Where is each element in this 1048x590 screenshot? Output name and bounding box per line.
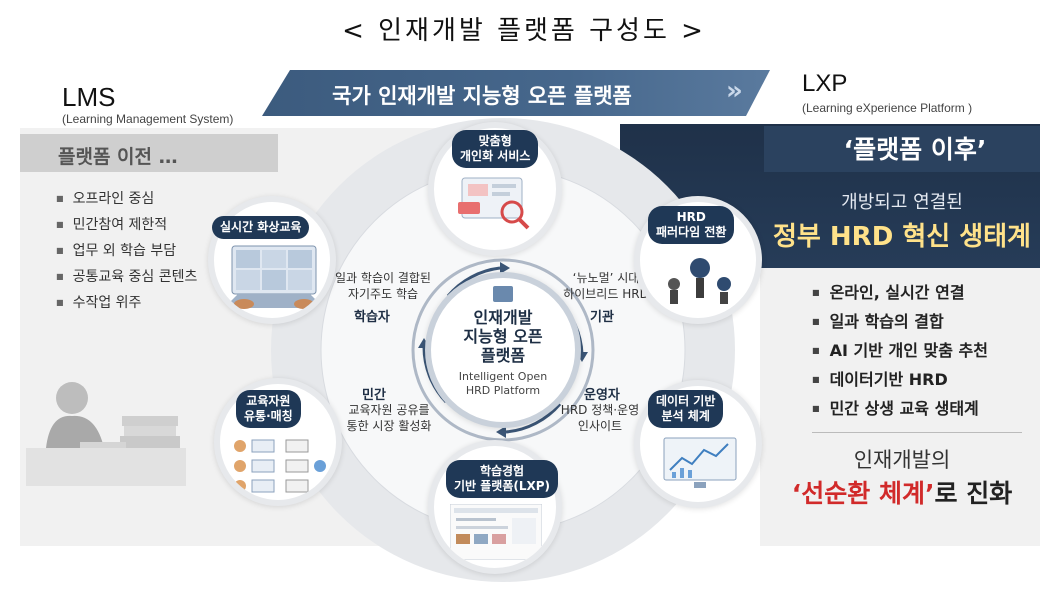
people-network-icon — [668, 258, 731, 304]
role-private-desc: 교육자원 공유를 통한 시장 활성화 — [346, 403, 432, 433]
role-learner: 학습자 — [354, 310, 390, 325]
center-hub: 인재개발 지능형 오픈 플랫폼 Intelligent Open HRD Pla… — [425, 272, 581, 428]
lms-list-item: 수작업 위주 — [56, 290, 197, 316]
lxp-divider — [812, 432, 1022, 433]
node-data-analysis-label: 데이터 기반 분석 체계 — [648, 390, 724, 428]
lms-before-header — [20, 134, 278, 172]
node-live-video — [208, 196, 336, 324]
lxp-after-box — [764, 126, 1040, 172]
desk-worker-illustration — [26, 382, 186, 486]
double-chevron-right-icon: » — [726, 76, 743, 106]
lxp-list: 온라인, 실시간 연결 일과 학습의 결합 AI 기반 개인 맞춤 추천 데이터… — [812, 278, 988, 423]
node-custom-service — [428, 122, 562, 256]
lxp-evolution-line1: 인재개발의 — [853, 448, 951, 472]
banner-text: 국가 인재개발 지능형 오픈 플랫폼 — [332, 84, 632, 108]
lxp-list-item: 민간 상생 교육 생태계 — [812, 394, 988, 423]
lxp-open-label: 개방되고 연결된 — [841, 192, 963, 213]
lms-subtitle: (Learning Management System) — [62, 112, 234, 126]
center-title: 인재개발 지능형 오픈 플랫폼 — [431, 308, 575, 365]
center-title-line: 플랫폼 — [480, 346, 526, 365]
role-operator-desc: HRD 정책·운영 인사이트 — [560, 403, 640, 433]
matching-people-icon — [234, 439, 326, 493]
node-live-video-label: 실시간 화상교육 — [212, 216, 310, 239]
role-operator: 운영자 — [584, 388, 620, 403]
role-agency-desc: ‘뉴노멀’ 시대 하이브리드 HRD — [563, 271, 649, 301]
platform-banner — [262, 70, 770, 116]
lxp-gov-label: 정부 HRD 혁신 생태계 — [773, 222, 1031, 252]
lxp-title: LXP — [802, 70, 848, 97]
role-learner-desc: 일과 학습이 결합된 자기주도 학습 — [335, 271, 431, 301]
lxp-list-item: 데이터기반 HRD — [812, 365, 988, 394]
lxp-subtitle: (Learning eXperience Platform ) — [802, 101, 973, 115]
center-sub-line: Intelligent Open — [458, 370, 548, 383]
node-resource-matching-label: 교육자원 유통·매칭 — [236, 390, 301, 428]
lms-list-item: 공통교육 중심 콘텐츠 — [56, 264, 198, 290]
lxp-list-item: AI 기반 개인 맞춤 추천 — [812, 336, 988, 365]
lxp-evolution-line2: ‘선순환 체계’로 진화 — [764, 474, 1040, 510]
lms-title: LMS — [62, 82, 116, 112]
lxp-list-item: 온라인, 실시간 연결 — [812, 278, 988, 307]
personalization-icon — [458, 177, 530, 230]
web-page-icon — [450, 504, 542, 560]
center-title-line: 지능형 오픈 — [463, 327, 543, 346]
monitor-icon — [493, 286, 513, 302]
node-lxp-platform-label: 학습경험 기반 플랫폼(LXP) — [446, 460, 559, 498]
lms-before-label: 플랫폼 이전 … — [58, 146, 178, 168]
evolution-highlight: ‘선순환 체계’ — [791, 479, 935, 508]
dashboard-monitor-icon — [663, 437, 737, 488]
center-subtitle: Intelligent Open HRD Platform — [431, 370, 575, 398]
role-agency: 기관 — [590, 310, 614, 325]
role-private: 민간 — [362, 388, 386, 403]
video-conference-icon — [224, 245, 324, 309]
center-title-line: 인재개발 — [473, 308, 533, 327]
page-title: < 인재개발 플랫폼 구성도 > — [342, 16, 706, 46]
lms-list-item: 오프라인 중심 — [56, 186, 197, 212]
lxp-list-item: 일과 학습의 결합 — [812, 307, 988, 336]
lms-list-item: 업무 외 학습 부담 — [56, 238, 197, 264]
node-hrd-paradigm-label: HRD 패러다임 전환 — [648, 206, 735, 244]
evolution-suffix: 로 진화 — [934, 479, 1013, 508]
node-custom-label: 맞춤형 개인화 서비스 — [452, 130, 539, 168]
center-sub-line: HRD Platform — [465, 384, 541, 397]
lms-list: 오프라인 중심 민간참여 제한적 업무 외 학습 부담 공통교육 중심 콘텐츠 … — [56, 186, 198, 316]
lms-list-item: 민간참여 제한적 — [56, 212, 197, 238]
lxp-after-label: ‘플랫폼 이후’ — [843, 135, 987, 164]
